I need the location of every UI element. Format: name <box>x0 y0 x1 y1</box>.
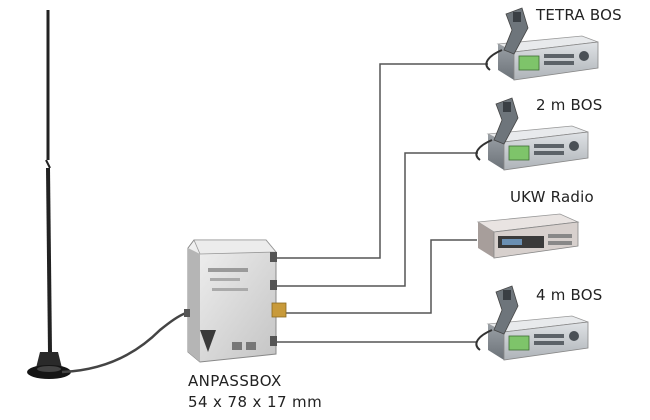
label-ukw-radio: UKW Radio <box>510 188 594 206</box>
radio-tetra <box>485 7 599 81</box>
label-tetra-bos: TETRA BOS <box>536 6 622 24</box>
antenna <box>27 10 71 379</box>
radio-2m <box>475 97 589 171</box>
line-tetra <box>276 63 488 259</box>
adapter-box-dimensions: 54 x 78 x 17 mm <box>188 393 323 411</box>
adapter-box-name: ANPASSBOX <box>188 372 282 390</box>
antenna-cable <box>61 311 187 374</box>
radio-ukw <box>476 213 580 259</box>
line-ukw <box>276 239 477 314</box>
adapter-box <box>184 239 287 363</box>
connection-lines <box>276 63 488 343</box>
label-4m-bos: 4 m BOS <box>536 286 603 304</box>
line-2m <box>276 152 478 287</box>
label-2m-bos: 2 m BOS <box>536 96 603 114</box>
radio-4m <box>475 285 589 361</box>
